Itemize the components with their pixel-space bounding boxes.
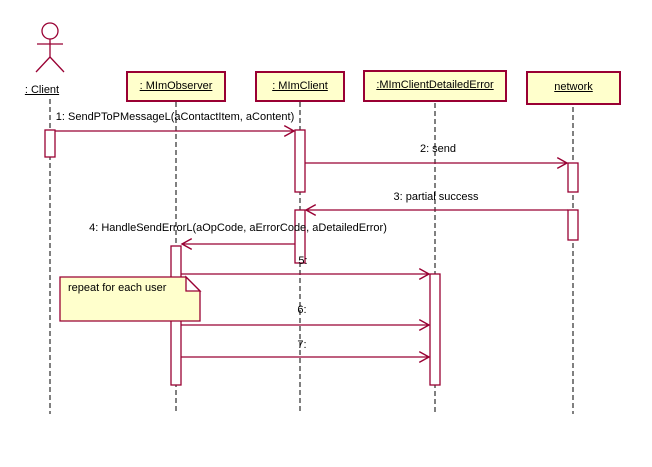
message-label-2: 2: send [419, 143, 457, 155]
note [59, 276, 201, 322]
message-label-6: 6: [297, 304, 307, 316]
object-label-mimobserver: : MImObserver [139, 80, 213, 92]
object-box-mimclientdetailederror: :MImClientDetailedError [363, 70, 507, 102]
message-label-4: 4: HandleSendErrorL(aOpCode, aErrorCode,… [89, 222, 387, 234]
activation-bar-client [44, 129, 56, 158]
message-label-1: 1: SendPToPMessageL(aContactItem, aConte… [55, 111, 295, 123]
activation-bar-network-2 [567, 209, 579, 241]
object-box-mimclient: : MImClient [255, 71, 345, 102]
message-label-5: 5: [298, 255, 308, 267]
activation-bar-mimclient-2 [294, 209, 306, 264]
object-label-mimclient: : MImClient [272, 80, 328, 92]
message-label-3: 3: partial success [393, 191, 479, 203]
object-box-network: network [526, 71, 621, 105]
activation-bar-network-1 [567, 162, 579, 193]
message-label-7: 7: [297, 339, 307, 351]
actor-icon [35, 22, 65, 73]
note-text: repeat for each user [68, 282, 167, 294]
activation-bar-mimclient-1 [294, 129, 306, 193]
actor-label: : Client [24, 84, 60, 96]
note-fold-icon [185, 275, 202, 292]
object-label-mimclientdetailederror: :MImClientDetailedError [376, 79, 494, 91]
object-box-mimobserver: : MImObserver [126, 71, 226, 102]
activation-bar-mimclientdetailederror [429, 273, 441, 386]
object-label-network: network [554, 81, 593, 93]
